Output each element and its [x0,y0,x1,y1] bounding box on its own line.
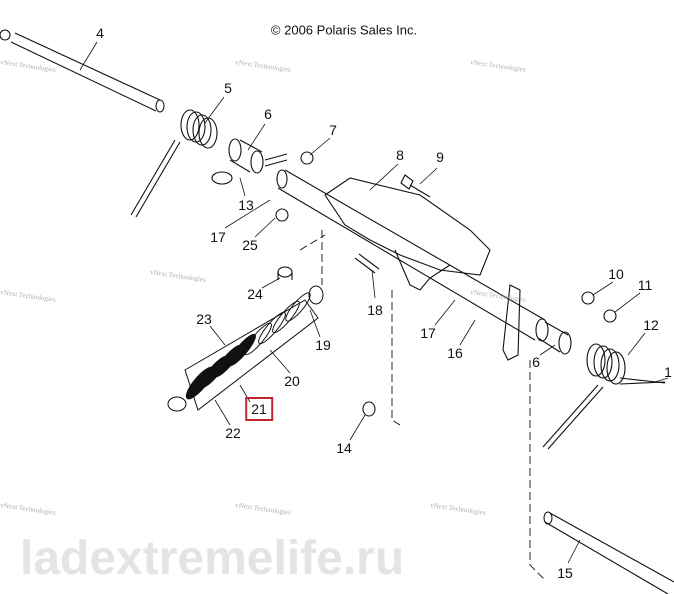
nut-part-11 [603,309,617,323]
bolt-part-9 [400,174,431,198]
callout-part-9[interactable]: 9 [436,149,444,165]
callout-part-14[interactable]: 14 [336,440,352,456]
link-plate [502,284,521,361]
callout-part-11[interactable]: 11 [637,277,653,293]
callout-part-22[interactable]: 22 [225,425,241,441]
callout-part-24[interactable]: 24 [247,286,263,302]
bolt-part-13 [264,153,288,167]
callout-leaders [79,41,669,564]
nut-part-7 [300,151,314,165]
nut-part-25 [275,208,289,222]
callout-part-21-selected[interactable]: 21 [245,397,273,421]
bushing-part-6 [228,138,264,174]
callout-part-18[interactable]: 18 [367,302,383,318]
copyright-notice: © 2006 Polaris Sales Inc. [270,22,418,38]
nut-part-10 [581,291,595,305]
callout-part-6-right[interactable]: 6 [532,354,540,370]
callout-part-16[interactable]: 16 [447,345,463,361]
callout-part-7[interactable]: 7 [329,122,337,138]
assembly-guide-lines [299,230,546,581]
spacer-part-24 [277,266,293,280]
callout-part-19[interactable]: 19 [315,337,331,353]
callout-part-12[interactable]: 12 [643,317,659,333]
callout-part-10[interactable]: 10 [608,266,624,282]
callout-part-6[interactable]: 6 [264,106,272,122]
spring-part-12 [542,343,666,450]
main-shaft [276,169,546,341]
callout-part-4[interactable]: 4 [96,25,104,41]
callout-part-17[interactable]: 17 [210,229,226,245]
shaft-part-4 [0,29,165,113]
callout-part-17-right[interactable]: 17 [420,325,436,341]
site-watermark: ladextremelife.ru [20,532,405,585]
washer-part-14 [362,401,376,417]
pivot-arm-part-8 [324,177,491,291]
callout-part-5[interactable]: 5 [224,80,232,96]
callout-part-23[interactable]: 23 [196,311,212,327]
eye-bracket [211,171,233,185]
spring-part-5 [130,109,218,218]
callout-part-20[interactable]: 20 [284,373,300,389]
shaft-part-15 [543,511,674,594]
shock-absorber [167,285,324,412]
callout-part-15[interactable]: 15 [557,565,573,581]
bolt-part-18 [354,253,380,274]
callout-part-13[interactable]: 13 [238,197,254,213]
callout-part-1[interactable]: 1 [664,364,672,380]
callout-part-25[interactable]: 25 [242,237,258,253]
bushing-part-6-right [535,318,572,355]
callout-part-8[interactable]: 8 [396,147,404,163]
